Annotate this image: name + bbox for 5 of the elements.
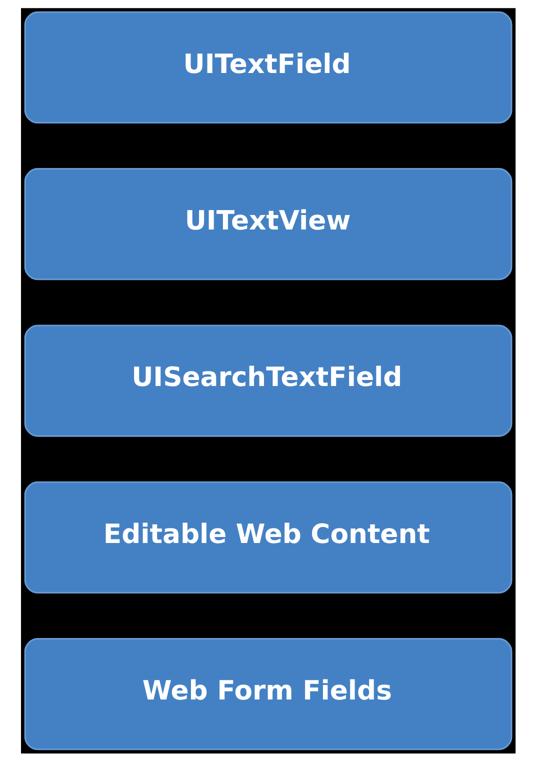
node-box: UITextView [24, 168, 512, 280]
node-box: Editable Web Content [24, 481, 512, 594]
node-box: UITextField [24, 11, 512, 124]
node-box: Web Form Fields [24, 638, 512, 750]
node-box: UISearchTextField [24, 324, 512, 437]
